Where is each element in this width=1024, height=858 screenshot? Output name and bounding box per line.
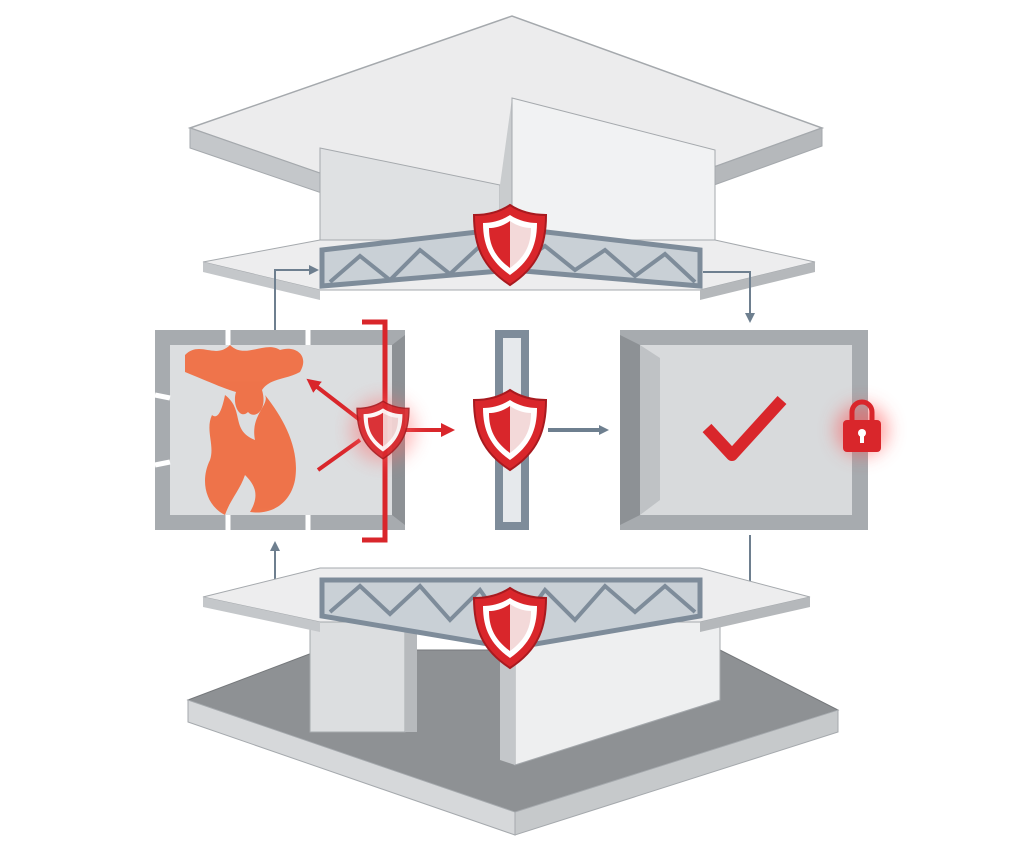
lower-walls (309, 614, 721, 766)
checkmark-icon (702, 395, 787, 461)
arrow-icon (306, 378, 362, 422)
fire-icon (185, 345, 304, 515)
arrow-icon (274, 265, 319, 330)
lock-icon (843, 399, 881, 452)
upper-walls (319, 97, 716, 256)
arrow-icon (316, 438, 362, 472)
arrow-icon (703, 271, 755, 323)
safe-compartment (620, 330, 868, 530)
shield-icon (473, 389, 547, 471)
